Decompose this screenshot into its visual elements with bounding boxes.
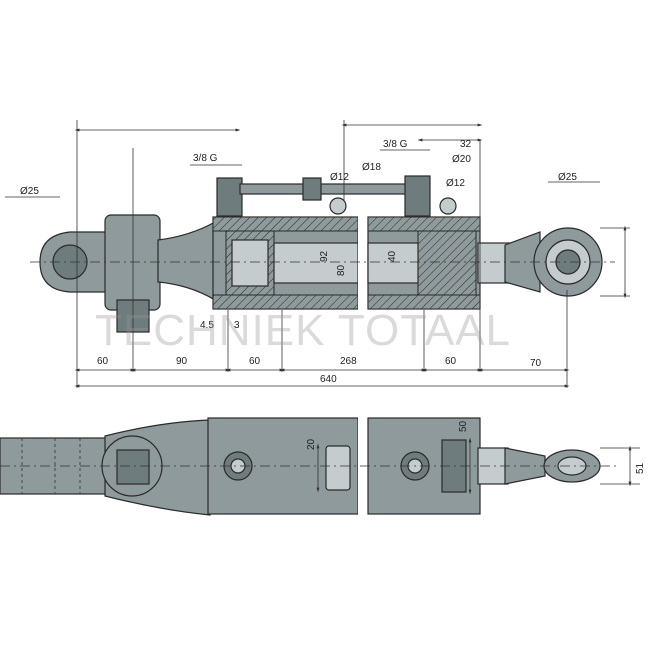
bottom-view: 20 50 51 — [0, 408, 646, 523]
watermark: TECHNIEK TOTAAL — [95, 306, 511, 355]
dim-20: 20 — [306, 438, 317, 450]
rod-left — [273, 242, 359, 284]
bottom-lock-fitting — [325, 445, 351, 491]
hydraulic-pipe — [239, 183, 416, 195]
dim-3: 3 — [234, 320, 240, 331]
dim-40: 40 — [387, 250, 398, 262]
dim-32: 32 — [460, 139, 472, 150]
bottom-square-pin — [116, 449, 150, 485]
dim-70: 70 — [530, 358, 542, 369]
break-gap-top — [358, 205, 368, 320]
right-rod-end — [504, 231, 541, 293]
top-view: Ø25 3/8 G Ø12 Ø18 3/8 G 32 Ø20 Ø12 Ø25 9… — [5, 120, 630, 388]
break-gap-bottom — [358, 408, 368, 523]
dim-640: 640 — [320, 374, 337, 385]
cylinder-wall-top-right — [367, 216, 481, 232]
dim-92: 92 — [319, 250, 330, 262]
dim-60b: 60 — [249, 356, 261, 367]
gland-section — [417, 230, 477, 296]
dim-51: 51 — [635, 462, 646, 474]
left-banjo-ring — [329, 197, 347, 215]
dim-50: 50 — [458, 420, 469, 432]
dim-60a: 60 — [97, 356, 109, 367]
left-neck — [157, 220, 216, 302]
dim-g38-left: 3/8 G — [193, 153, 218, 164]
dim-d20: Ø20 — [452, 154, 471, 165]
dim-90: 90 — [176, 356, 188, 367]
dim-d12-right: Ø12 — [446, 178, 465, 189]
dim-g38-right: 3/8 G — [383, 139, 408, 150]
dim-d18: Ø18 — [362, 162, 381, 173]
dim-60c: 60 — [445, 356, 457, 367]
dim-268: 268 — [340, 356, 357, 367]
left-clevis-block — [104, 214, 161, 311]
dim-d12-left: Ø12 — [330, 172, 349, 183]
right-port-fitting — [404, 175, 431, 217]
dim-4-5: 4.5 — [200, 320, 214, 331]
left-port-fitting — [216, 177, 243, 217]
rod-right-inside — [367, 242, 419, 284]
pipe-nut — [302, 177, 322, 201]
piston-core — [231, 239, 269, 287]
dim-d25-left: Ø25 — [20, 186, 39, 197]
dim-d25-right: Ø25 — [558, 172, 577, 183]
dim-80: 80 — [336, 264, 347, 276]
cylinder-wall-top-left — [212, 216, 359, 232]
right-banjo-ring — [439, 197, 457, 215]
